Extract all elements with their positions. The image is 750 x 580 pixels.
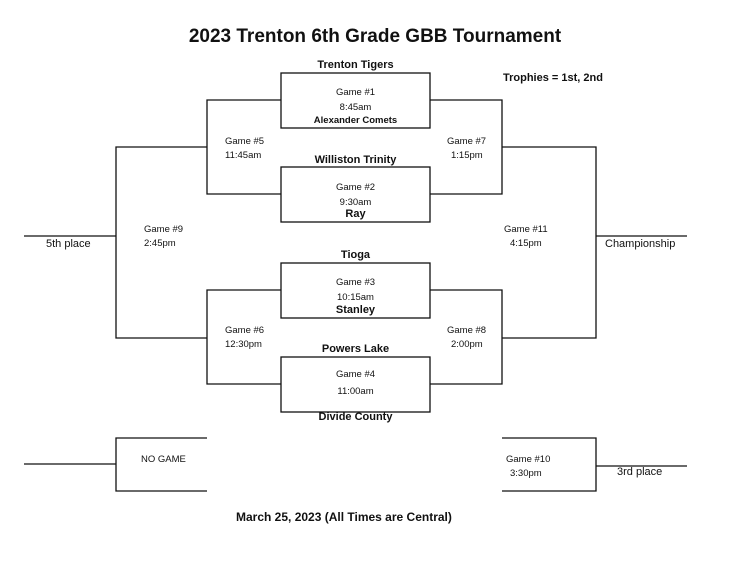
game2-name: Game #2 <box>335 182 376 193</box>
game1-name: Game #1 <box>335 87 376 98</box>
no-game-label: NO GAME <box>141 454 186 465</box>
game6-bracket <box>206 289 281 385</box>
game9-bracket <box>115 146 207 339</box>
game3-time: 10:15am <box>337 292 374 303</box>
team-stanley: Stanley <box>335 304 376 316</box>
game6-time: 12:30pm <box>225 339 262 350</box>
game8-bracket <box>430 289 503 385</box>
game5-name: Game #5 <box>225 136 265 147</box>
third-place-label: 3rd place <box>617 466 663 478</box>
game5-bracket <box>206 99 281 195</box>
game7-time: 1:15pm <box>451 150 483 161</box>
team-trenton-tigers: Trenton Tigers <box>317 59 394 71</box>
game4-box <box>280 356 431 413</box>
game7-name: Game #7 <box>447 136 487 147</box>
game6-name: Game #6 <box>225 325 265 336</box>
team-williston-trinity: Williston Trinity <box>314 154 397 166</box>
game1-time: 8:45am <box>339 102 372 113</box>
game8-name: Game #8 <box>447 325 487 336</box>
fifth-place-label: 5th place <box>46 238 91 250</box>
team-alexander-comets: Alexander Comets <box>313 115 398 126</box>
game10-bracket <box>502 437 597 492</box>
game5-time: 11:45am <box>225 150 262 161</box>
game3-name: Game #3 <box>335 277 376 288</box>
game11-time: 4:15pm <box>510 238 542 249</box>
team-ray: Ray <box>345 208 366 220</box>
game7-bracket <box>430 99 503 195</box>
game11-name: Game #11 <box>504 224 548 235</box>
game8-time: 2:00pm <box>451 339 483 350</box>
game10-name: Game #10 <box>506 454 551 465</box>
championship-label: Championship <box>605 238 676 250</box>
team-divide-county: Divide County <box>318 411 393 423</box>
footer-date-note: March 25, 2023 (All Times are Central) <box>236 510 452 524</box>
game4-name: Game #4 <box>335 369 376 380</box>
page-title: 2023 Trenton 6th Grade GBB Tournament <box>188 26 562 47</box>
game11-bracket <box>502 146 597 339</box>
game4-time: 11:00am <box>337 386 374 397</box>
team-tioga: Tioga <box>340 249 371 261</box>
trophies-note: Trophies = 1st, 2nd <box>503 72 603 84</box>
game9-name: Game #9 <box>144 224 184 235</box>
game2-time: 9:30am <box>339 197 372 208</box>
team-powers-lake: Powers Lake <box>321 343 390 355</box>
game10-time: 3:30pm <box>510 468 542 479</box>
game9-time: 2:45pm <box>144 238 176 249</box>
